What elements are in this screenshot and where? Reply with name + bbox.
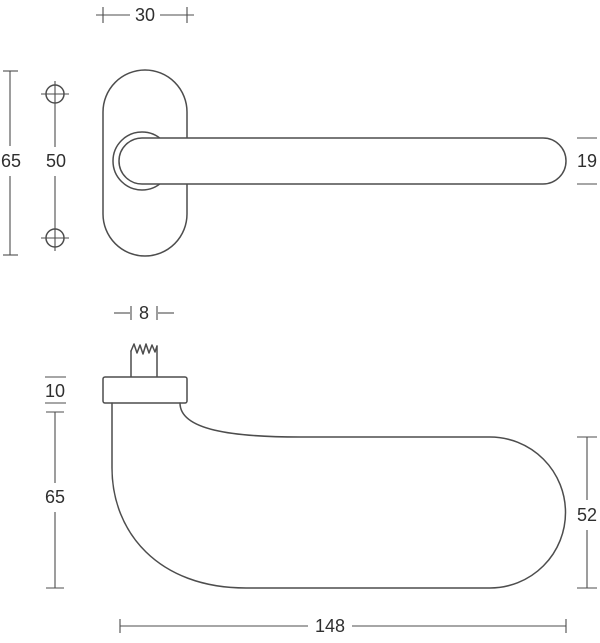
dim-label-lever-height: 19 xyxy=(577,151,597,171)
dim-label-rosette-thickness: 10 xyxy=(45,381,65,401)
dim-rosette-width: 30 xyxy=(96,5,194,25)
side-view: 8 10 65 xyxy=(45,303,597,636)
front-view: 30 65 xyxy=(1,5,597,257)
dim-label-screw-spacing: 50 xyxy=(46,151,66,171)
dim-label-rosette-width: 30 xyxy=(135,5,155,25)
screw-hole-bottom xyxy=(41,225,69,251)
dim-label-overall-length: 148 xyxy=(315,616,345,636)
dim-label-spindle-width: 8 xyxy=(139,303,149,323)
lever-bar xyxy=(118,137,567,185)
spindle xyxy=(130,343,158,378)
dim-grip-end-height: 52 xyxy=(577,436,597,589)
dim-rosette-thickness: 10 xyxy=(45,376,66,404)
dim-screw-hole-spacing: 50 xyxy=(46,107,66,225)
dim-rosette-height: 65 xyxy=(1,70,21,256)
dim-handle-height: 65 xyxy=(45,411,65,589)
screw-hole-top xyxy=(41,81,69,107)
dim-spindle-width: 8 xyxy=(114,303,174,323)
dim-label-rosette-height: 65 xyxy=(1,151,21,171)
dim-overall-length: 148 xyxy=(119,616,567,636)
dim-lever-height: 19 xyxy=(577,137,597,185)
handle-profile-outline xyxy=(111,402,567,589)
spindle-break-line xyxy=(130,343,158,355)
rosette-side-collar xyxy=(102,376,188,404)
dim-label-handle-height: 65 xyxy=(45,487,65,507)
dim-label-grip-end-height: 52 xyxy=(577,505,597,525)
